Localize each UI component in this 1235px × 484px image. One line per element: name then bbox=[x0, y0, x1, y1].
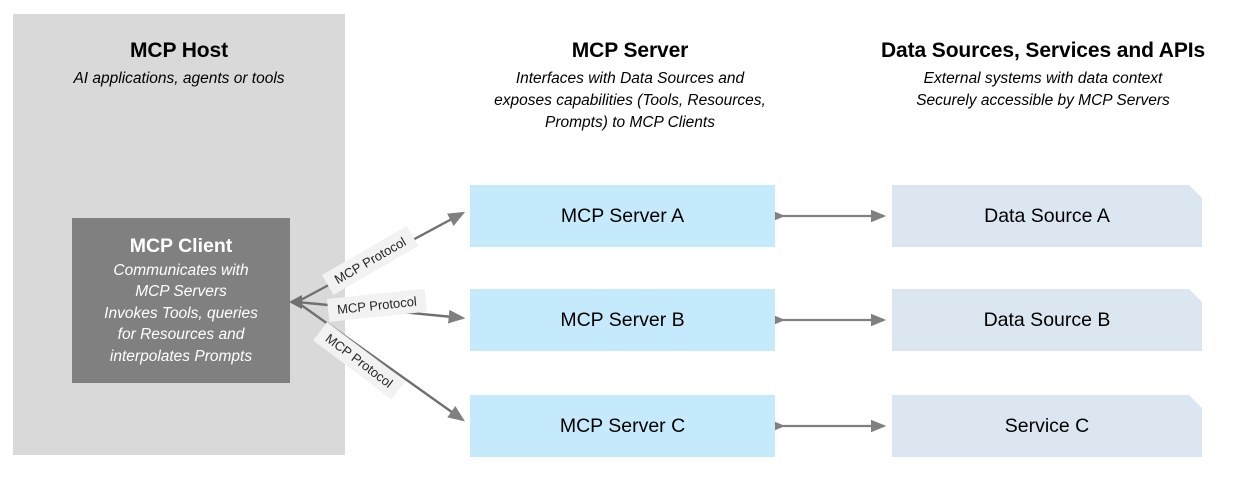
service-c-box[interactable]: Service C bbox=[892, 395, 1202, 457]
data-source-b-box[interactable]: Data Source B bbox=[892, 289, 1202, 351]
server-subtitle-line-3: Prompts) to MCP Clients bbox=[545, 114, 715, 131]
server-subtitle-line-1: Interfaces with Data Sources and bbox=[515, 70, 745, 87]
mcp-server-c-box[interactable]: MCP Server C bbox=[470, 395, 775, 457]
mcp-server-a-box[interactable]: MCP Server A bbox=[470, 185, 775, 247]
host-column-heading: MCP Host AI applications, agents or tool… bbox=[13, 38, 345, 90]
data-subtitle-line-2: Securely accessible by MCP Servers bbox=[916, 92, 1170, 109]
server-title: MCP Server bbox=[571, 39, 689, 62]
server-to-datasource-connectors bbox=[769, 209, 887, 433]
host-title: MCP Host bbox=[130, 39, 228, 62]
mcp-client-box[interactable]: MCP Client Communicates with MCP Servers… bbox=[72, 218, 290, 383]
data-title: Data Sources, Services and APIs bbox=[880, 39, 1206, 62]
mcp-client-subtitle-line-5: interpolates Prompts bbox=[109, 347, 253, 365]
mcp-server-c-label: MCP Server C bbox=[559, 415, 686, 437]
data-column-heading: Data Sources, Services and APIs External… bbox=[865, 38, 1221, 112]
mcp-client-title: MCP Client bbox=[129, 234, 233, 257]
server-subtitle: Interfaces with Data Sources and exposes… bbox=[460, 68, 800, 134]
service-c-label: Service C bbox=[1004, 415, 1090, 437]
mcp-client-subtitle-line-3: Invokes Tools, queries bbox=[104, 304, 258, 322]
server-column-heading: MCP Server Interfaces with Data Sources … bbox=[460, 38, 800, 134]
host-subtitle: AI applications, agents or tools bbox=[73, 70, 285, 87]
server-subtitle-line-2: exposes capabilities (Tools, Resources, bbox=[494, 92, 766, 109]
mcp-client-subtitle-line-4: for Resources and bbox=[117, 326, 245, 344]
data-source-a-label: Data Source A bbox=[984, 205, 1110, 227]
data-source-b-label: Data Source B bbox=[983, 309, 1111, 331]
data-subtitle-line-1: External systems with data context bbox=[923, 70, 1163, 87]
mcp-client-subtitle-line-1: Communicates with bbox=[113, 261, 249, 279]
mcp-server-b-label: MCP Server B bbox=[560, 309, 685, 331]
mcp-client-subtitle: Communicates with MCP Servers Invokes To… bbox=[104, 260, 258, 368]
data-source-a-box[interactable]: Data Source A bbox=[892, 185, 1202, 247]
mcp-server-b-box[interactable]: MCP Server B bbox=[470, 289, 775, 351]
mcp-server-a-label: MCP Server A bbox=[560, 205, 685, 227]
data-subtitle: External systems with data context Secur… bbox=[865, 68, 1221, 112]
mcp-client-subtitle-line-2: MCP Servers bbox=[135, 283, 227, 301]
